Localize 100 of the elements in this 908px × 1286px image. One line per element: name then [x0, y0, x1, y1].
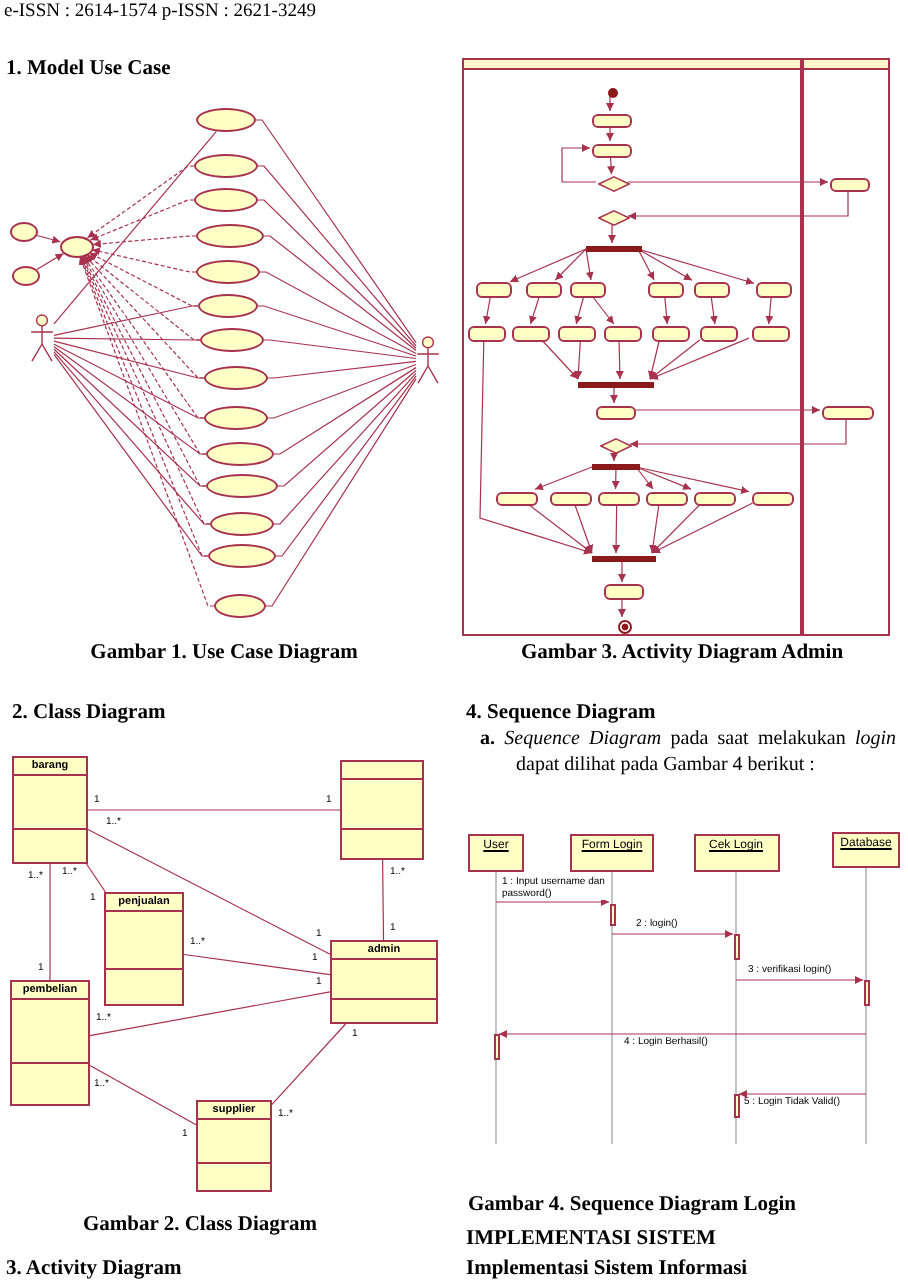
figure-caption: Gambar 3. Activity Diagram Admin [520, 642, 844, 667]
arrow [635, 466, 654, 490]
connector-line [89, 991, 331, 1037]
stick-figure-icon [30, 314, 54, 362]
activity-box [756, 282, 792, 298]
activity-box [822, 405, 874, 419]
figure-caption: Gambar 2. Class Diagram [82, 1214, 318, 1239]
activity-box [751, 326, 789, 342]
activation-bar [733, 1094, 739, 1118]
journal-issn-text: e-ISSN : 2614-1574 p-ISSN : 2621-3249 [4, 2, 316, 24]
arrow [637, 248, 755, 285]
use-case-ellipse [206, 442, 274, 466]
arrow [610, 384, 618, 404]
connector-line [275, 375, 417, 557]
arrow [635, 466, 750, 494]
activation-bar [609, 904, 615, 926]
activity-box [511, 326, 549, 342]
connector-line [53, 346, 207, 455]
arrow [607, 154, 616, 175]
arrow [482, 295, 492, 325]
stick-figure-icon [416, 336, 440, 384]
activation-bar [863, 980, 869, 1006]
arrow [651, 502, 754, 554]
arrow [554, 248, 587, 281]
swimlane [802, 58, 890, 636]
activation-bar [733, 934, 739, 960]
arrow [649, 337, 750, 380]
arrow [91, 247, 197, 273]
arrow [495, 898, 610, 906]
decision-diamond [598, 176, 630, 192]
arrow [618, 558, 626, 583]
arrow [637, 248, 655, 281]
section-heading: 2. Class Diagram [12, 702, 166, 727]
activity-box [651, 326, 689, 342]
decision-diamond [598, 210, 630, 226]
arrow [649, 339, 701, 380]
arrow [735, 976, 864, 984]
section-heading: 4. Sequence Diagram [466, 702, 656, 727]
arrow [591, 295, 615, 325]
arrow [611, 466, 620, 490]
activity-box [596, 405, 636, 419]
arrow [479, 339, 593, 555]
connector-line [257, 199, 417, 349]
arrow [561, 144, 597, 183]
activity-box [648, 282, 684, 298]
class-box [340, 760, 424, 860]
activity-box [604, 584, 644, 600]
body-paragraph: a. Sequence Diagram pada saat melakukan login dapat dilihat pada Gambar 4 berikut : [480, 728, 896, 779]
connector-line [267, 363, 417, 419]
arrow [615, 339, 624, 380]
connector-line [273, 367, 417, 455]
connector-line [53, 130, 217, 325]
arrow [610, 451, 618, 462]
use-case-ellipse [196, 260, 260, 284]
use-case-ellipse [59, 235, 93, 257]
use-case-ellipse [204, 406, 268, 430]
connector-line [49, 863, 51, 981]
arrow [709, 295, 718, 325]
arrow [574, 339, 583, 380]
activity-box [830, 177, 870, 191]
connector-line [53, 343, 205, 419]
arrow [92, 235, 197, 248]
section-heading: IMPLEMENTASI SISTEM [466, 1228, 716, 1253]
connector-line [53, 348, 207, 487]
use-case-ellipse [210, 512, 274, 536]
arrow [574, 295, 585, 325]
connector-line [273, 372, 417, 525]
arrow [86, 165, 195, 239]
arrow [606, 124, 614, 142]
connector-line [53, 340, 205, 379]
connector-line [259, 271, 417, 355]
arrow [606, 94, 614, 112]
arrow [509, 248, 587, 283]
arrow [618, 597, 626, 618]
connector-line [277, 369, 417, 487]
use-case-ellipse [200, 328, 264, 352]
sync-bar [586, 245, 642, 251]
arrow [534, 466, 593, 491]
figure-caption: Gambar 4. Sequence Diagram Login [468, 1194, 797, 1219]
arrow [738, 1090, 867, 1098]
arrow [649, 502, 660, 554]
connector-line [263, 339, 417, 360]
activity-box [476, 282, 512, 298]
connector-line [53, 353, 209, 557]
use-case-ellipse [198, 294, 258, 318]
connector-line [183, 953, 331, 976]
decision-diamond [600, 438, 632, 454]
connector-line [257, 305, 417, 357]
section-heading: Implementasi Sistem Informasi [466, 1258, 748, 1283]
connector-line [381, 859, 385, 941]
arrow [526, 502, 593, 554]
use-case-ellipse [204, 366, 268, 390]
sync-bar [578, 381, 654, 387]
arrow [612, 502, 621, 554]
activity-box [570, 282, 606, 298]
figure-caption: Gambar 1. Use Case Diagram [90, 642, 358, 667]
use-case-ellipse [194, 154, 258, 178]
section-heading: 1. Model Use Case [6, 58, 171, 83]
connector-line [53, 337, 201, 341]
activity-box [693, 491, 735, 505]
